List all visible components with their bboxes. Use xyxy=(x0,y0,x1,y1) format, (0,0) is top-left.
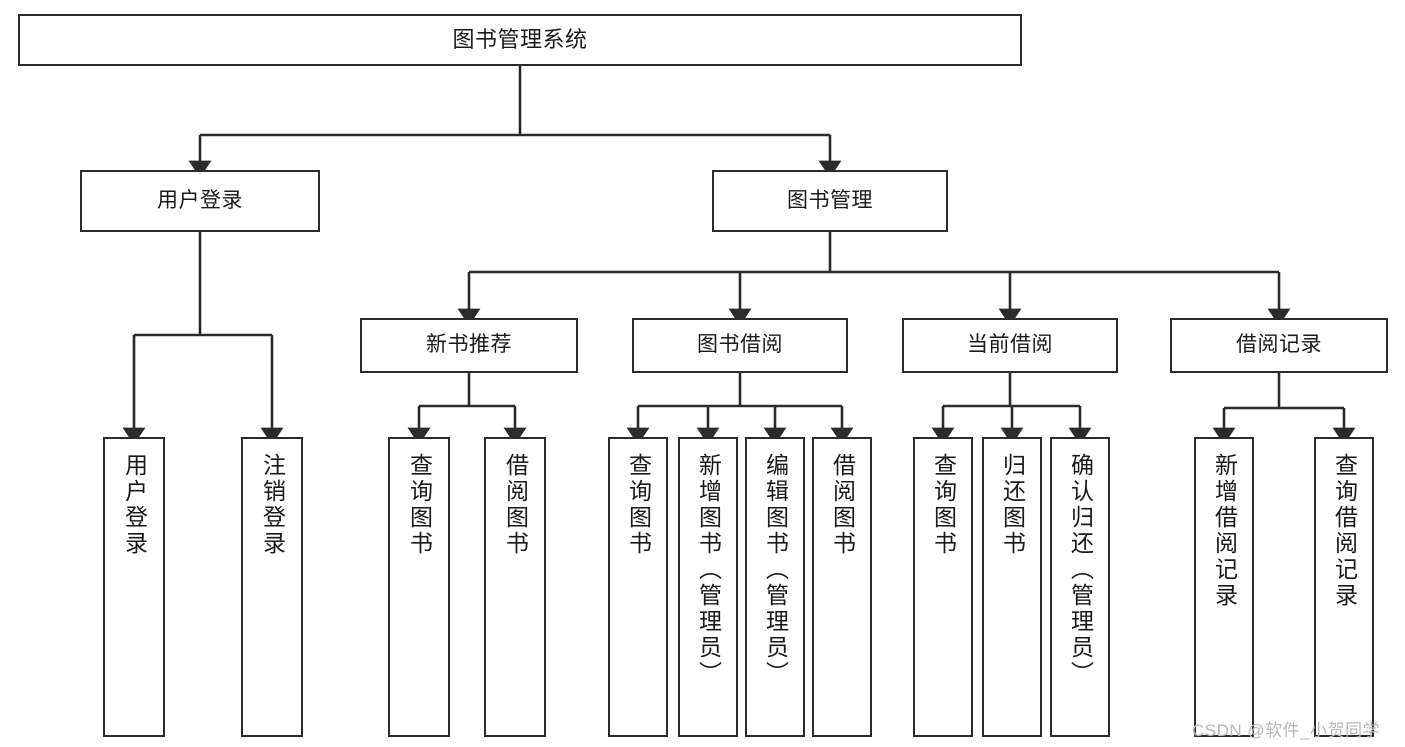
node-label: 编辑图书（管理员） xyxy=(762,453,789,687)
node-borrow-record[interactable]: 借阅记录 xyxy=(1170,318,1388,373)
node-label: 借阅图书 xyxy=(829,453,856,557)
node-label: 借阅图书 xyxy=(502,453,529,557)
node-label: 用户登录 xyxy=(157,188,243,212)
node-leaf-rec-add[interactable]: 新增借阅记录 xyxy=(1194,437,1254,737)
node-label: 新增借阅记录 xyxy=(1211,453,1238,609)
node-label: 查询图书 xyxy=(930,453,957,557)
node-current-borrow[interactable]: 当前借阅 xyxy=(902,318,1118,373)
node-label: 新增图书（管理员） xyxy=(695,453,722,687)
node-book-manage[interactable]: 图书管理 xyxy=(712,170,948,232)
node-new-book-rec[interactable]: 新书推荐 xyxy=(360,318,578,373)
node-label: 归还图书 xyxy=(999,453,1026,557)
node-leaf-borrow-edit[interactable]: 编辑图书（管理员） xyxy=(745,437,805,737)
node-leaf-cur-query[interactable]: 查询图书 xyxy=(913,437,973,737)
node-leaf-rec-borrow[interactable]: 借阅图书 xyxy=(484,437,546,737)
node-label: 图书借阅 xyxy=(697,333,783,357)
node-leaf-rec-query[interactable]: 查询图书 xyxy=(388,437,450,737)
node-label: 借阅记录 xyxy=(1236,333,1322,357)
node-label: 当前借阅 xyxy=(967,333,1053,357)
node-leaf-user-login[interactable]: 用户登录 xyxy=(103,437,165,737)
node-label: 用户登录 xyxy=(121,453,148,557)
node-label: 新书推荐 xyxy=(426,333,512,357)
node-leaf-borrow-query[interactable]: 查询图书 xyxy=(608,437,668,737)
node-leaf-cur-return[interactable]: 归还图书 xyxy=(982,437,1042,737)
node-label: 查询图书 xyxy=(625,453,652,557)
node-root[interactable]: 图书管理系统 xyxy=(18,14,1022,66)
node-user-login[interactable]: 用户登录 xyxy=(80,170,320,232)
node-book-borrow[interactable]: 图书借阅 xyxy=(632,318,848,373)
node-leaf-user-logout[interactable]: 注销登录 xyxy=(241,437,303,737)
node-label: 查询图书 xyxy=(406,453,433,557)
node-leaf-cur-confirm[interactable]: 确认归还（管理员） xyxy=(1050,437,1110,737)
node-label: 图书管理 xyxy=(787,188,873,212)
node-leaf-rec-query2[interactable]: 查询借阅记录 xyxy=(1314,437,1374,737)
node-label: 注销登录 xyxy=(259,453,286,557)
node-label: 图书管理系统 xyxy=(452,27,588,53)
node-leaf-borrow-add[interactable]: 新增图书（管理员） xyxy=(678,437,738,737)
csdn-watermark: CSDN @软件_小贺同学 xyxy=(1192,721,1381,740)
node-leaf-borrow-do[interactable]: 借阅图书 xyxy=(812,437,872,737)
node-label: 查询借阅记录 xyxy=(1331,453,1358,609)
node-label: 确认归还（管理员） xyxy=(1067,453,1094,687)
